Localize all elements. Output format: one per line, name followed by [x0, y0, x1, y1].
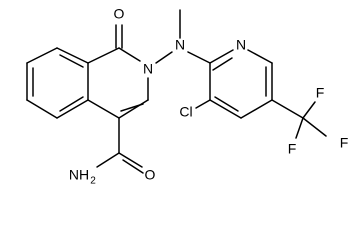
atom-label-ring-nitrogen: N	[143, 61, 153, 77]
bond	[26, 47, 58, 64]
atom-labels: O N N N Cl O NH 2 F F F	[69, 6, 348, 187]
bond	[59, 54, 84, 68]
bond	[212, 57, 233, 71]
bond	[59, 96, 84, 112]
atom-label-pyridine-nitrogen: N	[236, 37, 246, 53]
bond	[118, 152, 143, 168]
bond	[209, 49, 234, 64]
atom-label-carbonyl-oxygen: O	[114, 6, 125, 22]
atom-label-amine-nitrogen: N	[175, 37, 185, 53]
molecule-diagram: O N N N Cl O NH 2 F F F	[26, 6, 348, 187]
bond	[295, 117, 304, 139]
bond	[96, 152, 120, 168]
bond	[155, 51, 173, 64]
bond	[118, 99, 149, 119]
bond	[120, 103, 144, 112]
atom-label-fluorine-right: F	[340, 135, 349, 151]
atom-label-amide-subscript: 2	[90, 176, 96, 187]
bond	[26, 99, 58, 119]
atom-label-fluorine-bottom: F	[288, 141, 297, 157]
bond	[271, 99, 304, 119]
bond	[56, 47, 89, 64]
bond	[122, 159, 144, 174]
bond	[302, 117, 327, 137]
bond	[187, 51, 211, 64]
atom-label-amide-nitrogen: NH	[69, 167, 89, 183]
bond	[240, 99, 273, 119]
bond	[56, 99, 89, 119]
atom-label-chlorine: Cl	[179, 104, 192, 120]
bond	[87, 47, 120, 64]
bond	[247, 49, 273, 64]
atom-label-fluorine-top: F	[316, 85, 325, 101]
bonds	[26, 9, 327, 174]
bond	[118, 47, 141, 62]
bond	[195, 99, 211, 109]
bond	[87, 99, 120, 119]
bond	[209, 99, 242, 119]
bond	[214, 96, 239, 112]
bond	[302, 101, 316, 119]
atom-label-amide-oxygen: O	[145, 167, 156, 183]
